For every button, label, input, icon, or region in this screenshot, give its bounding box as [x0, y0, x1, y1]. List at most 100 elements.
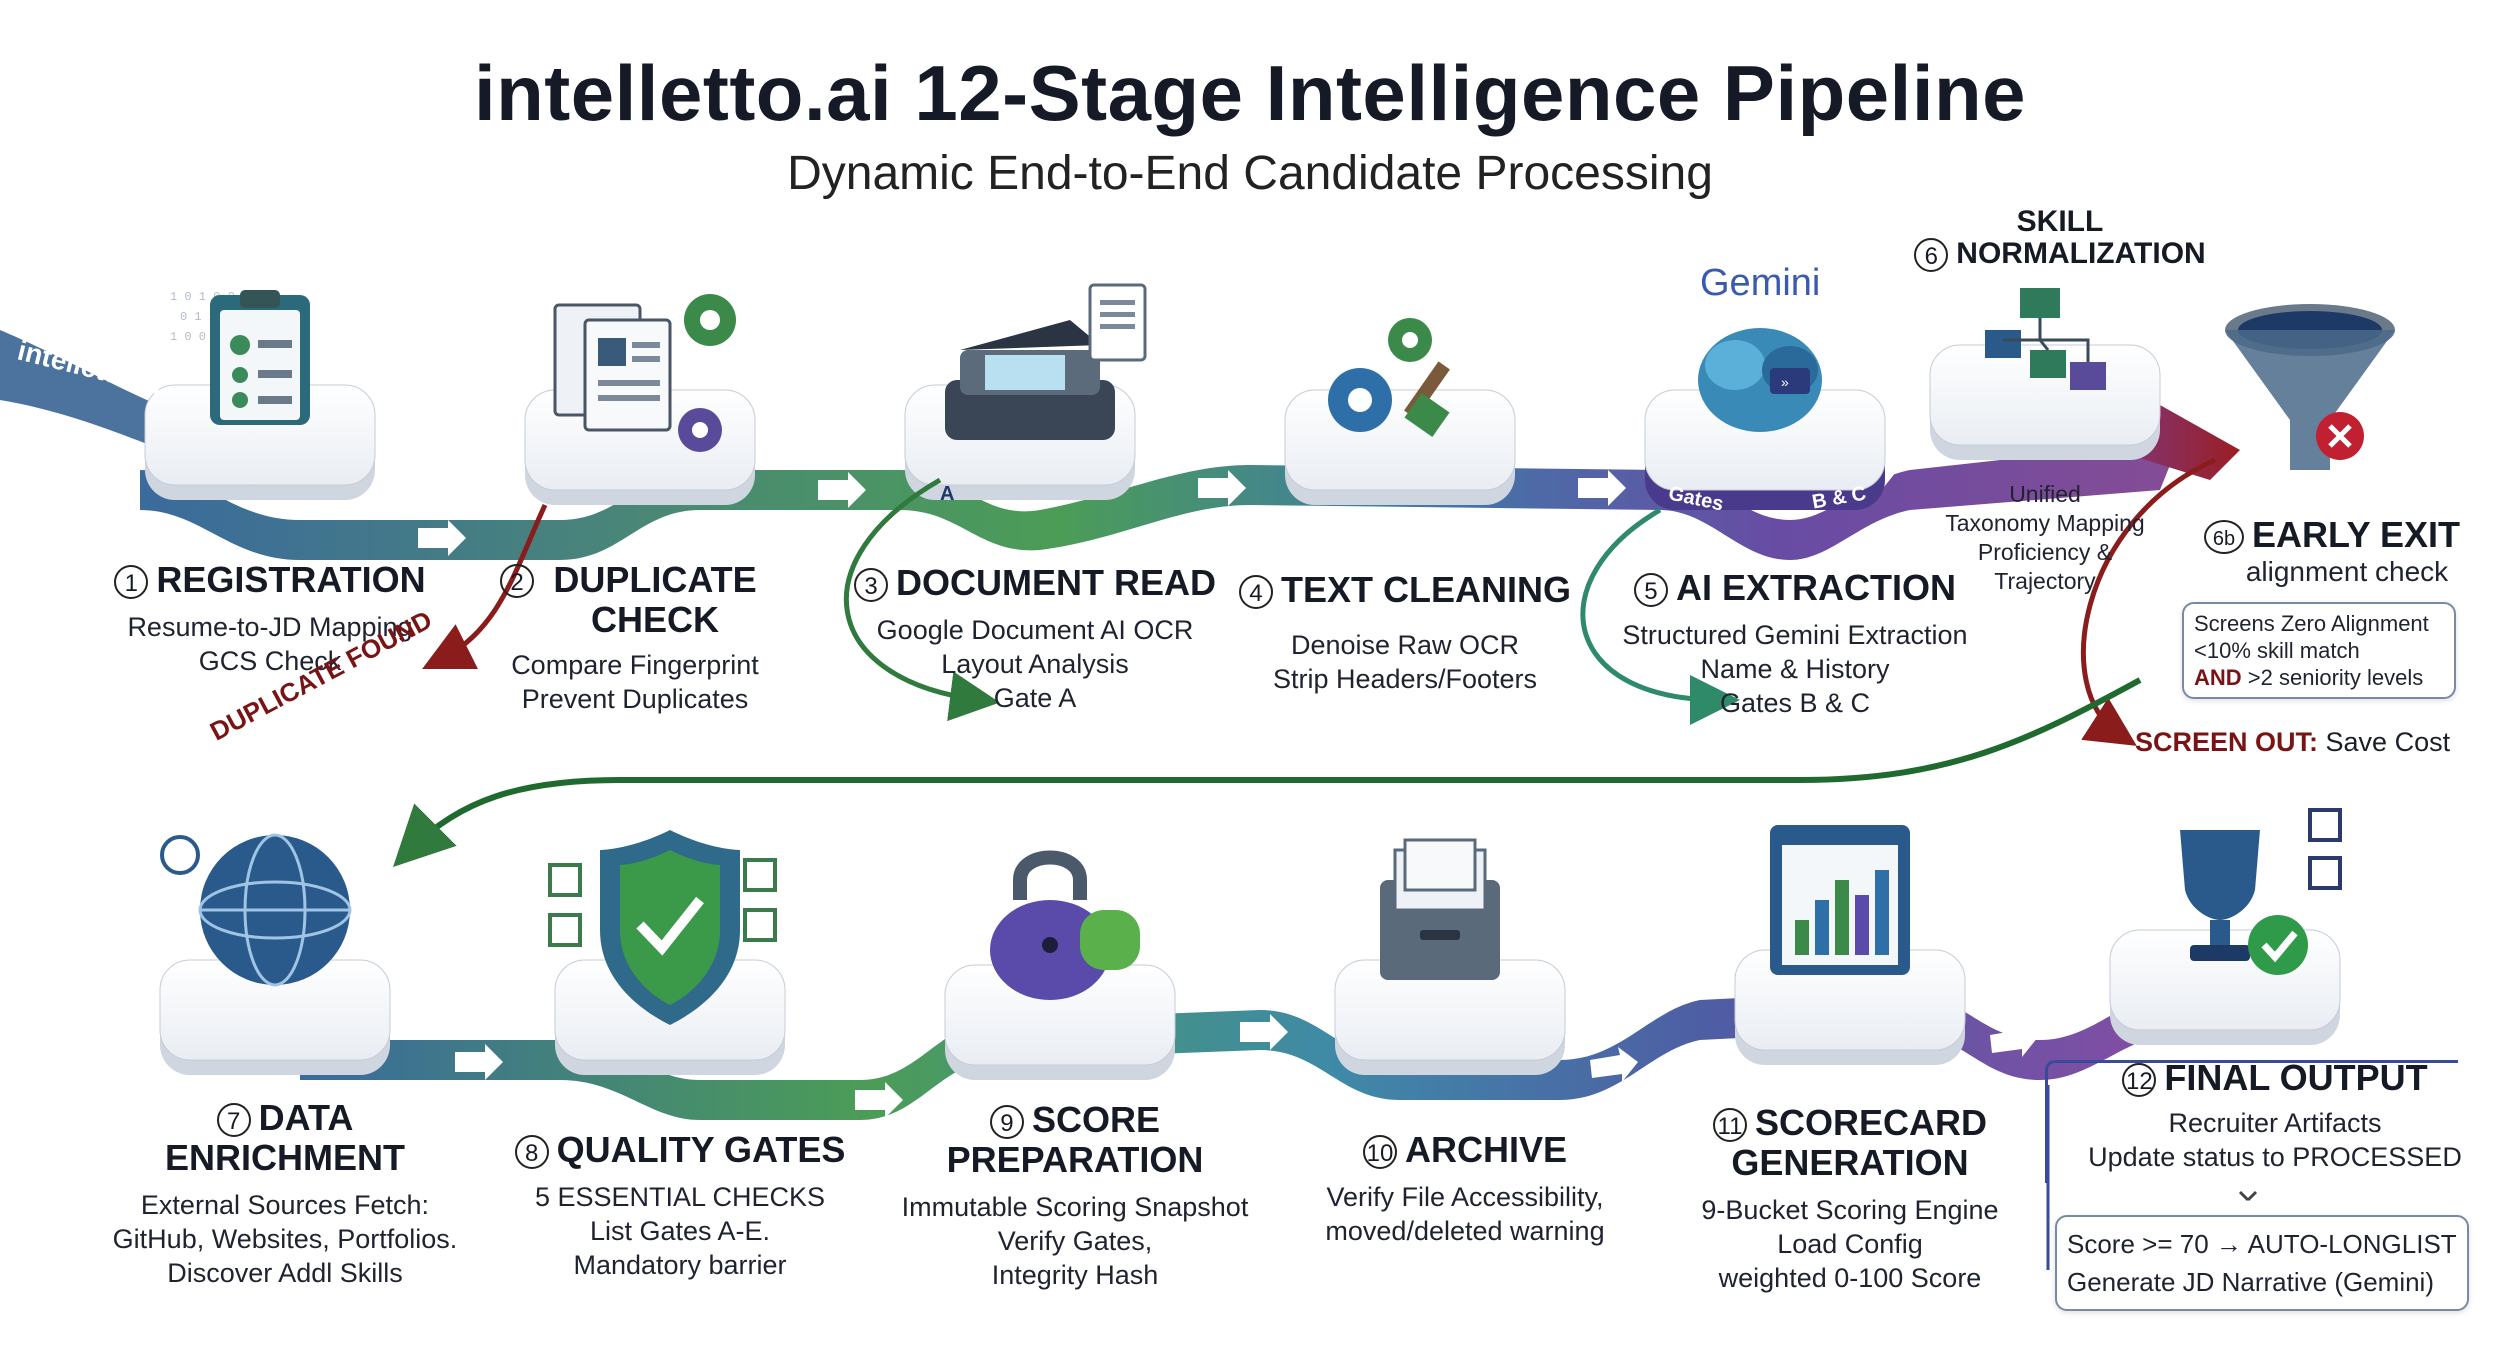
- brain-icon: »: [1698, 328, 1822, 432]
- stage-desc-line: Strip Headers/Footers: [1272, 664, 1538, 694]
- stage-title: FINAL OUTPUT: [2164, 1057, 2428, 1098]
- final-output-box: Score >= 70 → AUTO-LONGLIST Generate JD …: [2055, 1215, 2469, 1311]
- stage-title: QUALITY GATES: [556, 1129, 846, 1170]
- page-subtitle: Dynamic End-to-End Candidate Processing: [787, 147, 1713, 200]
- shield-icon: [548, 830, 777, 1025]
- gate-label: Gate A: [993, 683, 1077, 713]
- stage-desc-line: Trajectory: [1994, 568, 2096, 594]
- stage-title: REGISTRATION: [156, 559, 426, 600]
- stage-desc-line: List Gates A-E.: [589, 1216, 771, 1246]
- stage-title: NORMALIZATION: [1956, 237, 2206, 270]
- funnel-icon: [2225, 304, 2395, 470]
- gates-bc-arrow: [1580, 507, 1740, 725]
- criteria-line: >2 seniority levels: [2247, 665, 2424, 690]
- stage-desc-line: Taxonomy Mapping: [1945, 510, 2145, 536]
- screen-out-arrow: [2081, 457, 2217, 746]
- stage-desc-line: Structured Gemini Extraction: [1622, 620, 1968, 650]
- stage-title: TEXT CLEANING: [1280, 569, 1571, 610]
- stage-desc-line: Proficiency &: [1977, 539, 2113, 565]
- stage-desc-line: weighted 0-100 Score: [1718, 1263, 1982, 1293]
- scorecard-chart-icon: [1770, 825, 1910, 975]
- gears-brush-icon: [1328, 318, 1450, 438]
- stage-duplicate-check: 2 DUPLICATE CHECK Compare Fingerprint Pr…: [475, 560, 795, 716]
- scanner-icon: [945, 283, 1147, 440]
- stage-number: 1: [114, 565, 149, 600]
- stage-number: 7: [216, 1103, 251, 1138]
- row-return-arrow: [393, 677, 2142, 867]
- stage-number: 8: [514, 1135, 549, 1170]
- document-copies-icon: [553, 294, 736, 452]
- page-title: intelletto.ai 12-Stage Intelligence Pipe…: [473, 49, 2027, 137]
- stage-number: 12: [2122, 1063, 2157, 1098]
- stage-number: 6: [1914, 238, 1949, 273]
- stage-number: 11: [1712, 1108, 1747, 1143]
- gate-label: Gates B & C: [1719, 688, 1871, 718]
- stage-title: CHECK: [590, 599, 719, 640]
- early-exit-criteria-box: Screens Zero Alignment <10% skill match …: [2182, 602, 2456, 699]
- stage-desc-line: External Sources Fetch:: [140, 1190, 430, 1220]
- stage-title: SCORE: [1031, 1099, 1161, 1140]
- output-line: Score >= 70 → AUTO-LONGLIST: [2067, 1229, 2457, 1259]
- final-output-bracket: [2045, 1060, 2458, 1183]
- gemini-logo: Gemini: [1700, 262, 1821, 304]
- skill-normalization-desc: Unified Taxonomy Mapping Proficiency & T…: [1915, 480, 2175, 596]
- stage-number: 2: [500, 564, 534, 598]
- globe-icon: [160, 833, 352, 987]
- stage-desc-line: Recruiter Artifacts: [2168, 1108, 2382, 1138]
- stage-number: 4: [1238, 575, 1273, 610]
- stage-title: GENERATION: [1731, 1142, 1969, 1183]
- stage-title: DATA: [258, 1097, 354, 1138]
- stage-desc-line: Verify Gates,: [997, 1226, 1153, 1256]
- taxonomy-tree-icon: [1985, 288, 2106, 390]
- svg-text:»: »: [1781, 374, 1789, 390]
- stage-title: EARLY EXIT: [2251, 514, 2461, 555]
- stage-desc-line: GitHub, Websites, Portfolios.: [112, 1224, 458, 1254]
- stage-desc-line: Update status to PROCESSED: [2088, 1142, 2462, 1172]
- stage-number: 6b: [2203, 520, 2244, 555]
- criteria-line: Screens Zero Alignment: [2194, 611, 2429, 636]
- stage-title: SCORECARD: [1754, 1102, 1987, 1143]
- stage-desc-line: Compare Fingerprint: [511, 650, 759, 680]
- stage-desc-line: Verify File Accessibility,: [1326, 1182, 1604, 1212]
- stage-title: PREPARATION: [946, 1139, 1204, 1180]
- screen-out-label: SCREEN OUT: Save Cost: [2135, 727, 2450, 758]
- stage-desc-line: Integrity Hash: [991, 1260, 1159, 1290]
- padlock-icon: [990, 850, 1140, 1000]
- stage-title: SKILL: [2016, 205, 2104, 238]
- stage-desc-line: Unified: [2009, 481, 2081, 507]
- stage-desc-line: Name & History: [1700, 654, 1890, 684]
- gate-a-arrow: [843, 477, 1000, 722]
- stage-desc-line: 5 ESSENTIAL CHECKS: [534, 1182, 826, 1212]
- stage-desc-line: Resume-to-JD Mapping: [127, 612, 413, 642]
- screen-out-tag: SCREEN OUT:: [2135, 727, 2319, 757]
- flow-arrows-row1: [418, 457, 1896, 556]
- stage-number: 3: [854, 568, 888, 603]
- criteria-line: <10% skill match: [2194, 638, 2360, 663]
- screen-out-desc: Save Cost: [2325, 727, 2451, 757]
- stage-subtitle: alignment check: [2245, 556, 2449, 587]
- criteria-and: AND: [2194, 665, 2242, 690]
- stage-desc-line: moved/deleted warning: [1325, 1216, 1605, 1246]
- stage-title: DUPLICATE: [553, 559, 757, 600]
- stage-title: ENRICHMENT: [165, 1137, 405, 1178]
- flow-arrows-row2: [455, 1014, 2038, 1118]
- output-line: Generate JD Narrative (Gemini): [2067, 1267, 2434, 1297]
- stage-desc-line: Prevent Duplicates: [521, 684, 749, 714]
- stage-title: DOCUMENT READ: [896, 562, 1216, 603]
- gate-a-marker: A: [940, 483, 955, 505]
- stage-desc-line: Mandatory barrier: [573, 1250, 787, 1280]
- stage-desc-line: Discover Addl Skills: [167, 1258, 403, 1288]
